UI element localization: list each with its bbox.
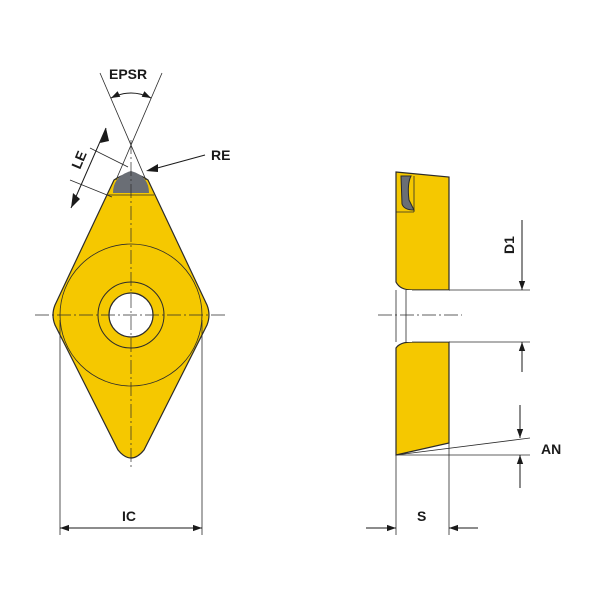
d1-label: D1 bbox=[501, 236, 517, 254]
le-arrow-top bbox=[100, 128, 109, 143]
epsr-label: EPSR bbox=[109, 66, 147, 82]
le-dimension-line bbox=[70, 127, 107, 209]
side-body-lower bbox=[395, 341, 450, 456]
epsr-arc bbox=[110, 91, 152, 99]
insert-top-view: EPSR LE RE IC bbox=[35, 66, 230, 535]
ic-label: IC bbox=[122, 508, 136, 524]
s-label: S bbox=[417, 508, 426, 524]
le-arrow-bottom bbox=[71, 193, 80, 208]
epsr-line-left bbox=[99, 72, 147, 181]
le-label: LE bbox=[68, 148, 90, 171]
insert-side-view: D1 AN S bbox=[366, 171, 561, 535]
an-label: AN bbox=[541, 441, 561, 457]
chipbreaker-groove bbox=[400, 175, 415, 211]
cutting-corner bbox=[113, 171, 149, 193]
re-leader bbox=[149, 154, 206, 171]
epsr-line-right bbox=[115, 72, 163, 181]
re-label: RE bbox=[211, 147, 230, 163]
